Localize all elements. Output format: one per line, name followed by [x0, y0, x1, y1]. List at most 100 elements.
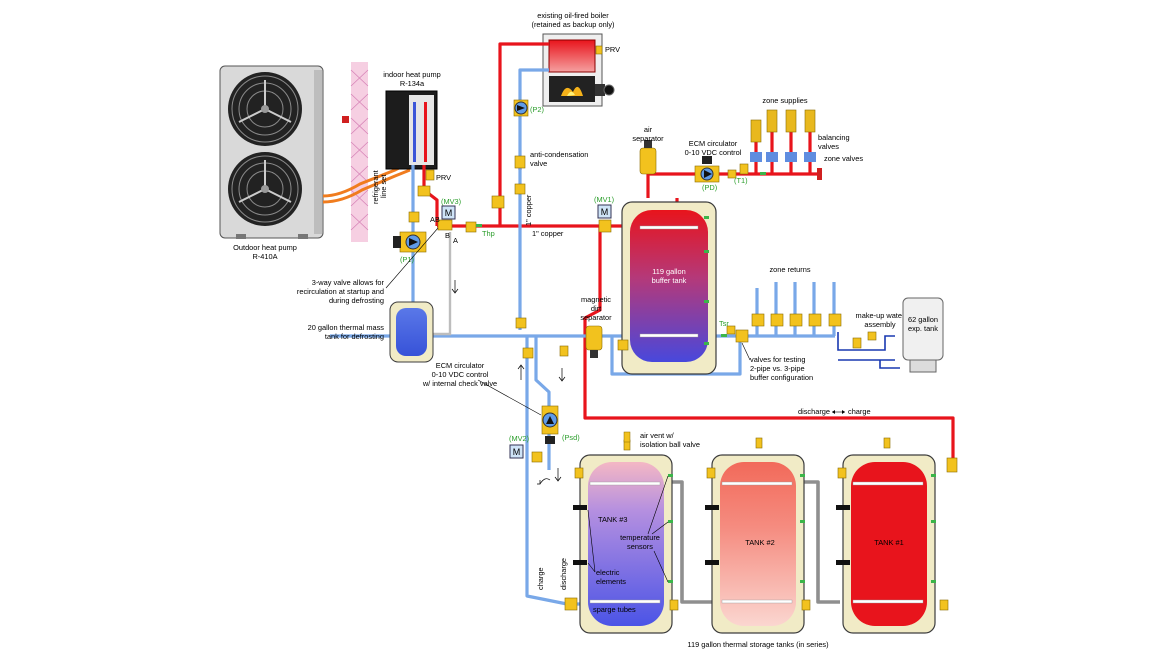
tag-mv1: (MV1)	[594, 195, 614, 204]
electric-element-icon	[573, 560, 587, 565]
electric-element-icon	[836, 505, 850, 510]
testing-label-1: valves for testing	[750, 355, 805, 364]
tag-psd: (Psd)	[562, 433, 580, 442]
dirt-separator-label-3: separator	[580, 313, 612, 322]
outdoor-heat-pump: Outdoor heat pump R-410A	[219, 65, 324, 261]
discharge-right-label: discharge	[798, 407, 830, 416]
tank2-label: TANK #2	[745, 538, 774, 547]
exterior-wall	[342, 62, 369, 242]
tag-p2: (P2)	[530, 105, 544, 114]
makeup-label-2: assembly	[864, 320, 896, 329]
sensor-icon	[721, 334, 727, 337]
zone-valves-label: zone valves	[824, 154, 863, 163]
actuator-icon: M	[441, 205, 456, 220]
air-separator: air separator	[632, 125, 664, 175]
valves	[408, 155, 958, 611]
svg-text:M: M	[445, 208, 453, 218]
storage-tank-2: TANK #2	[705, 454, 805, 634]
boiler-label-2: (retained as backup only)	[532, 20, 615, 29]
actuator-icon: M	[597, 204, 612, 219]
port-b: B	[445, 231, 450, 240]
testing-label-2: 2-pipe vs. 3-pipe	[750, 364, 805, 373]
buffer-tank-label-1: 119 gallon	[652, 267, 686, 276]
storage-caption: 119 gallon thermal storage tanks (in ser…	[687, 640, 828, 649]
tank1-label: TANK #1	[874, 538, 903, 547]
charge-vertical-label: charge	[536, 567, 545, 590]
exp-tank-label-1: 62 gallon	[908, 315, 938, 324]
sensor-icon	[476, 224, 482, 227]
exp-tank-label-2: exp. tank	[908, 324, 938, 333]
electric-element-icon	[573, 505, 587, 510]
ecm-low-label-2: 0-10 VDC control	[432, 370, 489, 379]
fan-icon	[228, 72, 302, 146]
buffer-tank-label-2: buffer tank	[652, 276, 687, 285]
air-vent-label-1: air vent w/	[640, 431, 675, 440]
pump-icon	[513, 99, 529, 117]
discharge-vertical-label: discharge	[559, 558, 568, 590]
makeup-label-1: make-up water	[856, 311, 905, 320]
port-a: A	[453, 236, 458, 245]
tag-pd: (PD)	[702, 183, 717, 192]
pump-icon	[393, 231, 427, 253]
testing-label-3: buffer configuration	[750, 373, 813, 382]
gray-pipes	[430, 232, 840, 606]
boiler-label-1: existing oil-fired boiler	[537, 11, 609, 20]
temp-sensors-label-2: sensors	[627, 542, 653, 551]
tag-t1: (T1)	[734, 176, 748, 185]
svg-text:M: M	[601, 207, 609, 217]
anti-cond-label-1: anti-condensation	[530, 150, 588, 159]
three-way-label-1: 3-way valve allows for	[312, 278, 385, 287]
air-vent-label-2: isolation ball valve	[640, 440, 700, 449]
tank3-label: TANK #3	[598, 515, 627, 524]
ecm-top-label-1: ECM circulator	[689, 139, 738, 148]
temp-sensors-label-1: temperature	[620, 533, 660, 542]
electric-element-icon	[705, 560, 719, 565]
hp-prv: PRV	[436, 173, 451, 182]
valve-icon	[437, 219, 453, 231]
copper-horizontal: 1" copper	[532, 229, 564, 238]
dirt-separator: magnetic dirt separator	[580, 295, 612, 358]
zone-supplies-label: zone supplies	[762, 96, 808, 105]
mass-tank-label-2: tank for defrosting	[325, 332, 384, 341]
indoor-heat-pump: indoor heat pump R-134a	[383, 70, 441, 170]
flow-arrows	[451, 280, 566, 485]
tag-tsr: Tsr	[719, 319, 729, 328]
indoor-hp-label: indoor heat pump	[383, 70, 441, 79]
tag-mv3: (MV3)	[441, 197, 461, 206]
balancing-valves	[750, 109, 822, 180]
elements-label-1: electric	[596, 568, 620, 577]
charge-right-label: charge	[848, 407, 871, 416]
oil-boiler: existing oil-fired boiler (retained as b…	[532, 11, 620, 107]
ecm-top-label-2: 0-10 VDC control	[685, 148, 742, 157]
pump-icon	[694, 156, 720, 183]
tag-mv2: (MV2)	[509, 434, 529, 443]
air-vents	[623, 431, 631, 443]
zone-returns-label: zone returns	[769, 265, 810, 274]
anti-cond-label-2: valve	[530, 159, 547, 168]
dirt-separator-label-1: magnetic	[581, 295, 611, 304]
flame-icon	[561, 86, 583, 96]
three-way-label-3: during defrosting	[329, 296, 384, 305]
air-separator-label-2: separator	[632, 134, 664, 143]
buffer-tank: 119 gallon buffer tank	[621, 201, 717, 375]
line-set-label-2: line set	[379, 175, 388, 198]
refrigerant-line-set: refrigerant line set	[322, 164, 411, 204]
balancing-label-2: valves	[818, 142, 839, 151]
ecm-low-label-3: w/ internal check valve	[422, 379, 497, 388]
storage-tank-3: TANK #3	[573, 454, 673, 634]
thermal-mass-tank: 20 gallon thermal mass tank for defrosti…	[308, 301, 434, 363]
port-ab: AB	[430, 215, 440, 224]
copper-vertical: 1" copper	[524, 194, 533, 226]
sensor-icon	[760, 172, 766, 175]
tag-p1: (P1)	[400, 255, 414, 264]
svg-text:M: M	[513, 447, 521, 457]
indoor-hp-refrigerant: R-134a	[400, 79, 425, 88]
sparge-label: sparge tubes	[593, 605, 636, 614]
ecm-low-label-1: ECM circulator	[436, 361, 485, 370]
outdoor-hp-label: Outdoor heat pump	[233, 243, 297, 252]
actuator-icon: M	[509, 444, 524, 459]
pump-icon	[541, 405, 559, 444]
makeup-water: make-up water assembly	[837, 311, 905, 369]
boiler-prv: PRV	[605, 45, 620, 54]
